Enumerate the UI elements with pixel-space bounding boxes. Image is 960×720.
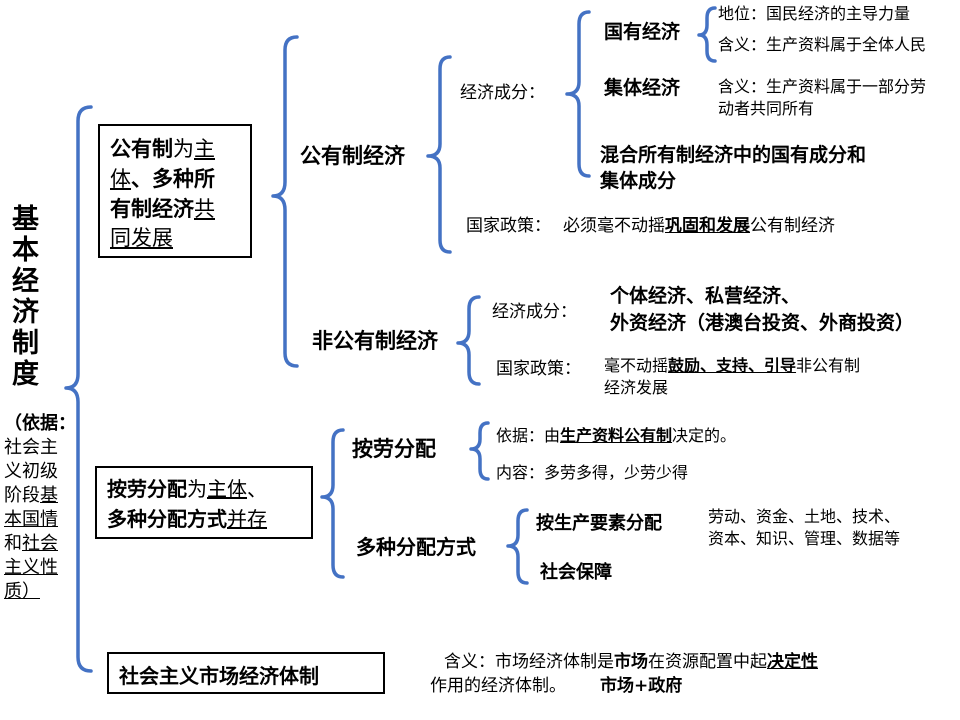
root-title: 基 本 经 济 制 度 [12,204,42,390]
box2-text: 按劳分配 [107,477,187,501]
labor-basis-emphasis: 生产资料公有制 [560,426,673,445]
basis-line: 和 [4,533,22,554]
market-meaning-line2: 作用的经济体制。 市场+政府 [430,676,682,697]
nonpublic-bracket [456,295,481,386]
box1-underlined: 同发展 [110,226,173,250]
multi-distribution-label: 多种分配方式 [356,535,476,559]
box1-text: 、多种所 [131,166,215,191]
box1-text: 有制经济 [110,196,194,221]
box1-underlined: 主 [194,137,215,161]
market-government: 市场+政府 [600,676,683,696]
public-economy-label: 公有制经济 [300,143,405,168]
nonpublic-policy-line2: 经济发展 [604,378,669,397]
box1-text: 公有制 [110,136,173,161]
root-title-char: 经 [12,266,39,297]
box2-text: 、 [247,477,267,501]
nonpublic-policy-emphasis: 鼓励、支持、引导 [668,356,797,375]
basis-line: （依据： [4,413,76,434]
market-emphasis: 市场 [614,652,648,672]
factor-distribution-label: 按生产要素分配 [536,513,662,534]
nonpublic-policy-label: 国家政策： [496,359,581,379]
nonpublic-policy-text: 非公有制 [796,356,861,375]
state-economy-bracket [697,6,717,63]
components-bracket [565,10,591,178]
public-policy-emphasis: 巩固和发展 [665,216,750,236]
multi-bracket [506,508,529,585]
ownership-box: 公有制为主 体、多种所 有制经济共 同发展 [98,124,252,258]
social-security-label: 社会保障 [540,562,612,583]
public-policy-text: 公有制经济 [750,216,835,236]
public-economy-bracket [426,55,452,254]
labor-basis: 依据：由生产资料公有制决定的。 [496,426,736,446]
market-text: 在资源配置中起 [648,652,767,672]
root-title-char: 基 [12,204,39,235]
nonpublic-policy-text: 毫不动摇 [604,356,669,375]
box1-underlined: 体 [110,167,131,191]
factors-line2: 资本、知识、管理、数据等 [708,529,901,548]
box1-text: 为 [173,137,194,161]
collective-meaning-line2: 动者共同所有 [718,99,815,118]
main-bracket [64,105,93,673]
basis-line: 义初级 [4,461,58,482]
public-policy-text: 必须毫不动摇 [563,216,665,236]
nonpublic-components-line2: 外资经济（港澳台投资、外商投资） [610,312,915,334]
root-title-char: 制 [12,328,39,359]
mixed-ownership-line1: 混合所有制经济中的国有成分和 [600,144,867,166]
public-components-label: 经济成分： [460,83,545,103]
market-text: 含义：市场经济体制是 [444,652,614,672]
market-system-label: 社会主义市场经济体制 [119,664,319,688]
distribution-box: 按劳分配为主体、 多种分配方式并存 [95,466,313,539]
distribution-bracket [320,428,345,579]
root-title-char: 济 [12,297,39,328]
nonpublic-components-line1: 个体经济、私营经济、 [610,285,801,307]
nonpublic-economy-label: 非公有制经济 [312,328,438,353]
basis-underlined: 本国情 [4,509,58,530]
basis-underlined: 质） [4,581,40,602]
root-title-char: 度 [12,359,39,390]
root-basis: （依据： 社会主 义初级 阶段基 本国情 和社会 主义性 质） [4,412,76,604]
nonpublic-components-label: 经济成分： [492,302,577,322]
labor-bracket [469,421,490,481]
nonpublic-policy-line1: 毫不动摇鼓励、支持、引导非公有制 [604,356,860,376]
state-economy-status: 地位：国民经济的主导力量 [718,4,911,23]
labor-content: 内容：多劳多得，少劳少得 [496,463,689,482]
box2-text: 为 [187,477,207,501]
basis-line: 阶段 [4,485,40,506]
basis-line: 社会主 [4,437,58,458]
labor-basis-text: 决定的。 [672,426,737,445]
state-economy-label: 国有经济 [604,21,681,43]
public-policy: 国家政策： 必须毫不动摇巩固和发展公有制经济 [466,216,835,237]
labor-distribution-label: 按劳分配 [352,436,436,461]
box1-underlined: 共 [194,197,215,221]
box2-text: 多种分配方式 [107,507,227,531]
market-emphasis: 决定性 [767,652,818,672]
collective-economy-label: 集体经济 [604,77,681,99]
state-economy-meaning: 含义：生产资料属于全体人民 [718,35,927,54]
basis-underlined: 基 [40,485,58,506]
root-title-char: 本 [12,235,39,266]
market-meaning-line1: 含义：市场经济体制是市场在资源配置中起决定性 [444,652,818,673]
labor-basis-text: 依据：由 [496,426,561,445]
factors-line1: 劳动、资金、土地、技术、 [708,507,901,526]
box2-underlined: 并存 [227,507,267,531]
basis-underlined: 主义性 [4,557,58,578]
basis-underlined: 社会 [22,533,58,554]
box2-underlined: 主体 [207,477,247,501]
market-system-box: 社会主义市场经济体制 [107,652,385,694]
market-text: 作用的经济体制。 [430,676,566,696]
public-ownership-bracket [271,35,299,368]
mixed-ownership-line2: 集体成分 [600,170,677,192]
collective-meaning-line1: 含义：生产资料属于一部分劳 [718,77,927,96]
public-policy-label: 国家政策： [466,216,551,236]
